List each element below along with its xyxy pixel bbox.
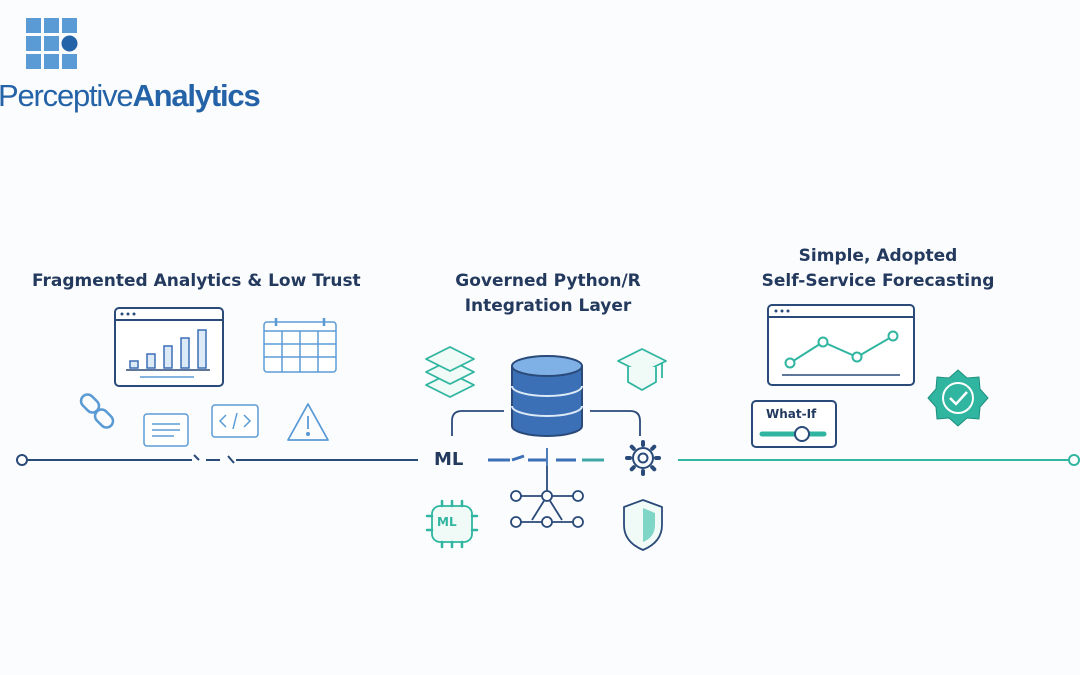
bar-chart-window-icon: [114, 307, 224, 387]
graduation-cap-icon: [617, 348, 667, 391]
code-icon: [211, 404, 259, 438]
check-badge-icon: [927, 369, 989, 427]
database-icon: [511, 355, 583, 437]
timeline-center-dashed: [488, 454, 604, 462]
ml-chip-icon: [425, 499, 479, 549]
gear-icon: [625, 440, 661, 476]
ml-badge-label: ML: [437, 515, 457, 529]
stage-left-title: Fragmented Analytics & Low Trust: [32, 271, 361, 291]
calendar-icon: [263, 318, 337, 373]
ml-label: ML: [434, 449, 464, 470]
stage-center-title-line1: Governed Python/R: [455, 271, 641, 291]
brand-logo: PerceptiveAnalytics: [0, 14, 261, 114]
timeline-left: [16, 454, 418, 466]
integration-bracket: [451, 410, 641, 466]
stage-right-title-line1: Simple, Adopted: [798, 246, 958, 266]
what-if-label: What-If: [766, 407, 817, 421]
document-icon: [143, 413, 189, 447]
logo-wordmark: PerceptiveAnalytics: [0, 78, 261, 113]
warning-icon: [287, 403, 329, 441]
logo-grid-icon: [26, 18, 78, 69]
logo-text-light: Perceptive: [0, 78, 134, 113]
stage-center-title: Governed Python/R Integration Layer: [428, 269, 668, 319]
layers-icon: [425, 346, 475, 398]
stage-center-title-line2: Integration Layer: [464, 296, 632, 316]
link-icon: [79, 393, 115, 429]
what-if-slider-icon: [751, 400, 837, 448]
logo-text-bold: Analytics: [132, 78, 260, 113]
line-chart-window-icon: [767, 304, 915, 386]
timeline-right: [678, 454, 1080, 466]
network-icon: [510, 466, 584, 528]
stage-right-title-line2: Self-Service Forecasting: [761, 271, 995, 291]
shield-icon: [623, 499, 663, 551]
stage-right-title: Simple, Adopted Self-Service Forecasting: [758, 244, 998, 294]
